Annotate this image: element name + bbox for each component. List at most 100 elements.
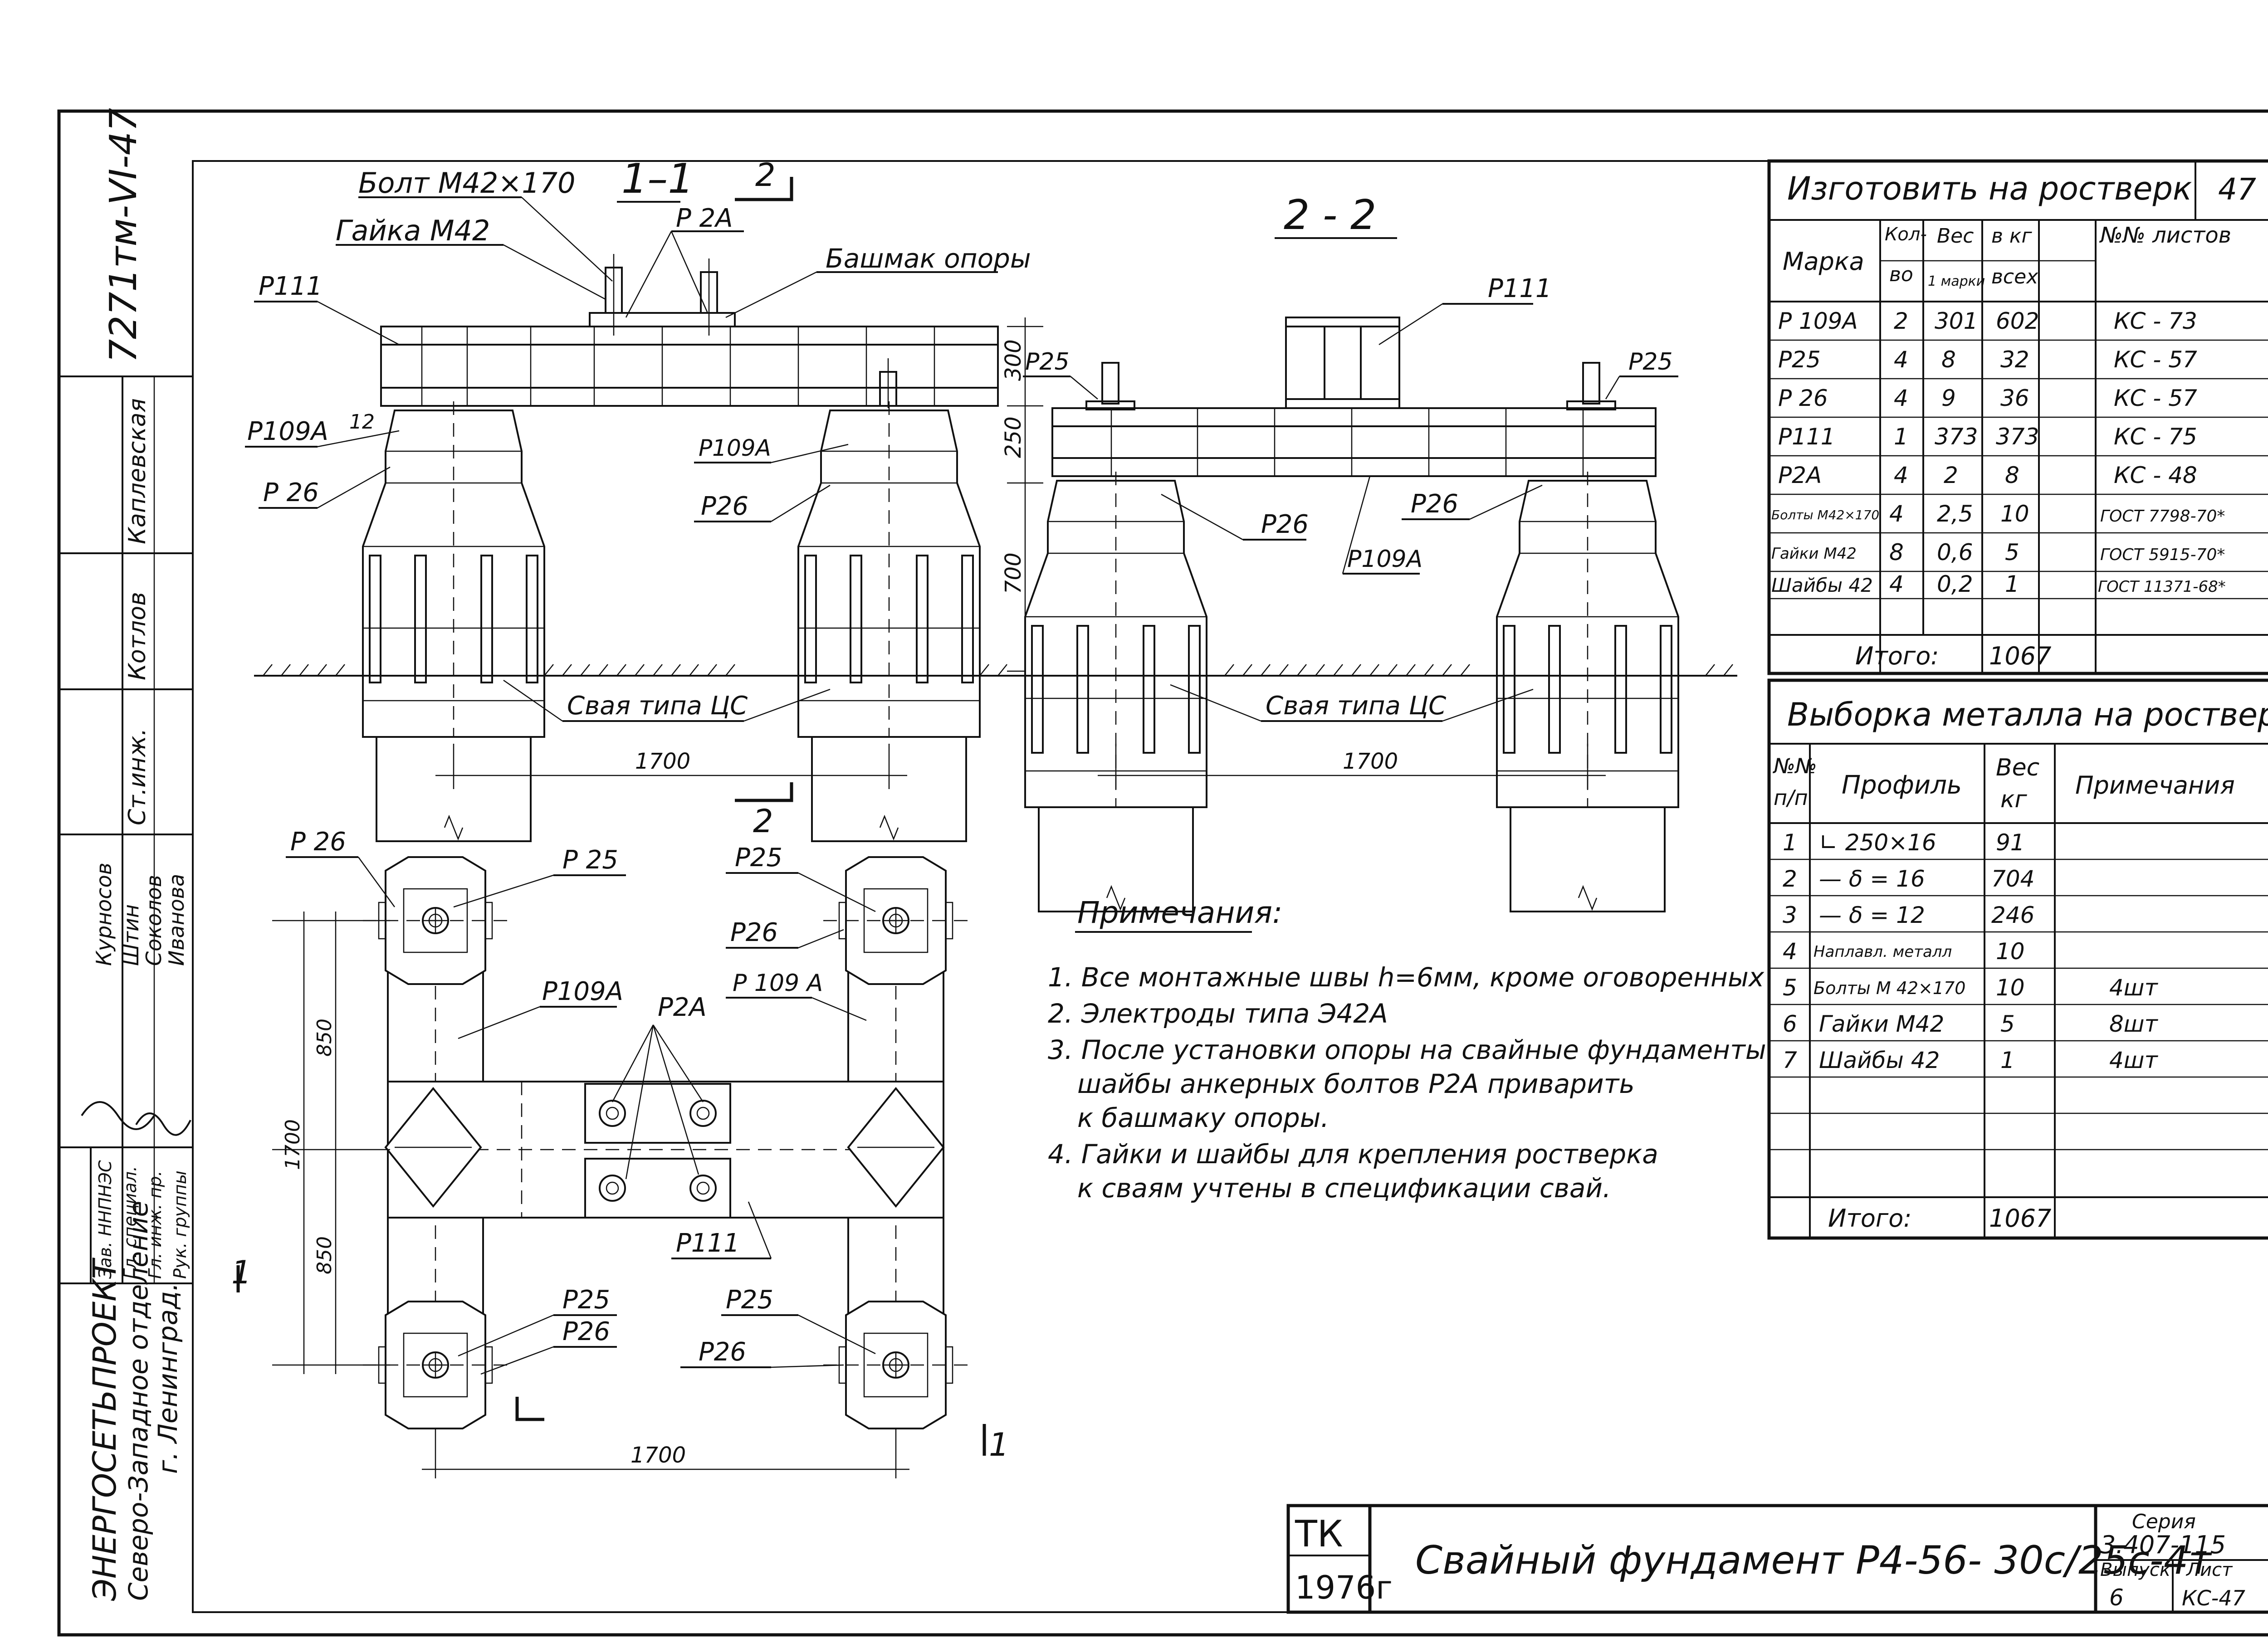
label-bolt-m42: Болт М42×170 xyxy=(358,166,576,200)
spec-h-qty2: во xyxy=(1889,263,1913,286)
cut-1-right-label: 1 xyxy=(989,1426,1009,1463)
metal-r3-weight: 246 xyxy=(1991,902,2034,928)
label-shoe: Башмак опоры xyxy=(826,243,1031,274)
spec-r7-sheet: ГОСТ 5915-70* xyxy=(2100,546,2225,564)
metal-total-value: 1067 xyxy=(1989,1204,2051,1233)
drawing-title: Свайный фундамент Р4-56- 30с/25с-4т xyxy=(1415,1538,2213,1583)
tk-year: 1976г xyxy=(1295,1569,1393,1606)
spec-r4-mark: Р111 xyxy=(1778,424,1835,450)
metal-r6-weight: 5 xyxy=(2000,1011,2015,1037)
spec-r6-qty: 4 xyxy=(1889,501,1904,527)
label-p111-plan: Р111 xyxy=(676,1229,740,1258)
spec-r8-w1: 0,2 xyxy=(1937,571,1973,597)
section-2-2-title: 2 - 2 xyxy=(1284,191,1376,239)
spec-r5-wall: 8 xyxy=(2005,462,2019,488)
note-line-1: 1. Все монтажные швы h=6мм, кроме оговор… xyxy=(1048,962,1765,993)
note-line-5: к башмаку опоры. xyxy=(1077,1102,1329,1133)
spec-h-weight1: Вес xyxy=(1937,224,1974,248)
spec-r1-sheet: КС - 73 xyxy=(2114,308,2197,334)
metal-h-note: Примечания xyxy=(2075,771,2235,800)
metal-r5-weight: 10 xyxy=(1996,975,2025,1001)
label-p25-tr: Р25 xyxy=(735,843,782,873)
dim-1700-vertical: 1700 xyxy=(281,1119,304,1170)
spec-r8-qty: 4 xyxy=(1889,571,1904,597)
stamp-role-4: Рук. группы xyxy=(170,1170,190,1279)
metal-r2-profile: — δ = 16 xyxy=(1819,866,1925,892)
spec-r4-qty: 1 xyxy=(1894,424,1908,450)
metal-r1-no: 1 xyxy=(1783,829,1797,856)
metal-r1-weight: 91 xyxy=(1996,829,2025,856)
stamp-role-3: Гл. инж. пр. xyxy=(145,1170,165,1279)
metal-r4-weight: 10 xyxy=(1996,938,2025,965)
label-p109a-22: Р109А xyxy=(1347,546,1422,573)
spec-r5-w1: 2 xyxy=(1944,462,1958,488)
spec-h-mark: Марка xyxy=(1783,247,1864,276)
spec-r7-wall: 5 xyxy=(2005,539,2019,566)
stamp-name-4: Штин xyxy=(119,904,143,966)
label-p2a-sect: Р 2А xyxy=(676,204,733,233)
spec-title: Изготовить на ростверк xyxy=(1787,170,2192,207)
issue-label: Выпуск xyxy=(2100,1560,2170,1580)
stamp-name-3: Курносов xyxy=(92,863,116,966)
spec-r8-mark: Шайбы 42 xyxy=(1771,574,1873,596)
metal-r3-profile: — δ = 12 xyxy=(1819,902,1925,928)
label-p26-right-22: Р26 xyxy=(1411,489,1458,519)
spec-r3-sheet: КС - 57 xyxy=(2114,385,2197,411)
label-p2a-plan: Р2А xyxy=(658,993,707,1022)
spec-r5-sheet: КС - 48 xyxy=(2114,462,2197,488)
stamp-role-senior: Ст.инж. xyxy=(124,728,151,825)
label-p26-left: Р 26 xyxy=(263,478,319,507)
notes-title: Примечания: xyxy=(1077,895,1282,930)
metal-h-weight2: кг xyxy=(2000,786,2027,813)
metal-r7-note: 4шт xyxy=(2109,1047,2159,1073)
stamp-name-2: Котлов xyxy=(124,592,151,680)
label-p26-tr: Р26 xyxy=(730,918,778,947)
spec-r4-wall: 373 xyxy=(1996,424,2039,450)
series-label: Серия xyxy=(2132,1510,2196,1533)
issue-value: 6 xyxy=(2109,1584,2124,1611)
tk-mark: ТК xyxy=(1295,1513,1343,1555)
spec-h-kg1: в кг xyxy=(1991,224,2032,248)
note-line-7: к сваям учтены в спецификации свай. xyxy=(1077,1173,1611,1204)
metal-r4-no: 4 xyxy=(1783,938,1797,965)
spec-h-sheets: №№ листов xyxy=(2099,223,2231,248)
metal-h-weight1: Вес xyxy=(1996,754,2039,781)
spec-h-kg2: всех xyxy=(1991,265,2038,288)
metal-r7-no: 7 xyxy=(1783,1047,1797,1073)
label-p25-bl: Р25 xyxy=(562,1285,610,1315)
side-stamp: 7271тм-VI-47 Каплевская Котлов Ст.инж. К… xyxy=(59,108,193,1601)
label-pile-22: Свая типа ЦС xyxy=(1266,691,1446,721)
section-1-1-title: 1–1 xyxy=(621,155,694,203)
label-p26-bl: Р26 xyxy=(562,1317,610,1346)
label-p109a-plan-left: Р109А xyxy=(542,977,623,1006)
label-pile-sect-1: Свая типа ЦС xyxy=(567,691,748,721)
metal-r2-weight: 704 xyxy=(1991,866,2034,892)
inner-frame xyxy=(192,160,2268,1613)
cut-2-top-label: 2 xyxy=(755,156,776,194)
spec-r4-sheet: КС - 75 xyxy=(2114,424,2197,450)
spec-total-value: 1067 xyxy=(1989,642,2051,670)
spec-table: Изготовить на ростверк 47 Марка Кол- во … xyxy=(1767,159,2268,675)
metal-r5-no: 5 xyxy=(1783,975,1797,1001)
dim-300: 300 xyxy=(1001,339,1026,381)
label-p109a-right: Р109А xyxy=(699,435,771,461)
metal-r7-weight: 1 xyxy=(2000,1047,2015,1073)
sheet-label: Лист xyxy=(2185,1560,2233,1580)
note-line-3: 3. После установки опоры на свайные фунд… xyxy=(1048,1034,1766,1065)
metal-h-no2: п/п xyxy=(1774,785,1808,810)
metal-r1-profile: ∟ 250×16 xyxy=(1819,829,1936,856)
metal-r4-profile: Наплавл. металл xyxy=(1813,943,1952,961)
spec-r1-wall: 602 xyxy=(1996,308,2039,334)
spec-r2-sheet: КС - 57 xyxy=(2114,346,2197,373)
sheet-value: КС-47 xyxy=(2182,1586,2245,1610)
cut-2-plan-label: 2 xyxy=(753,803,773,840)
stamp-name-1: Каплевская xyxy=(124,398,151,544)
label-nut-m42: Гайка М42 xyxy=(336,214,490,247)
stamp-role-1: Зав. ННПНЭС xyxy=(95,1160,115,1279)
label-p111-sect: Р111 xyxy=(259,272,323,301)
metal-r2-no: 2 xyxy=(1783,866,1797,892)
label-p111-22: Р111 xyxy=(1488,274,1552,303)
spec-r2-qty: 4 xyxy=(1894,346,1908,373)
spec-sheet-no: 47 xyxy=(2218,172,2256,207)
